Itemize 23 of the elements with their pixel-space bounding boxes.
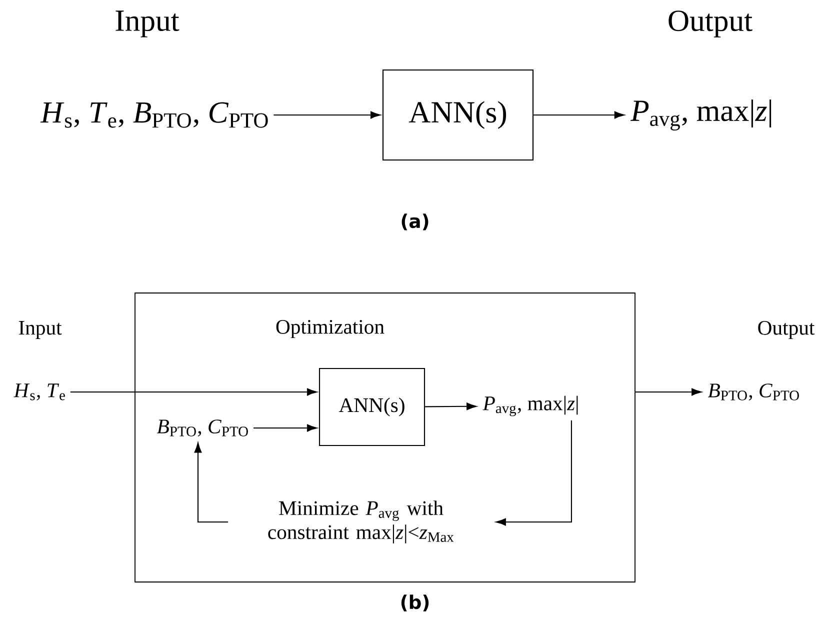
objective-text: Minimize P$_{avg}$ with constraint max|z|<z$_{Max}$ — [268, 500, 454, 544]
panel-label: (b) — [401, 594, 429, 612]
arrow — [194, 442, 228, 523]
arrow — [496, 420, 572, 526]
arrow — [635, 388, 702, 396]
variable-text: B$_{PTO}$, C$_{PTO}$ — [708, 384, 799, 400]
variable-text: P$_{avg}$, max|z| — [630, 100, 772, 130]
ann-box: ANN(s) — [318, 368, 426, 446]
ann-box: ANN(s) — [382, 69, 534, 161]
variable-text: H$_{s}$, T$_{e}$, B$_{PTO}$, C$_{PTO}$ — [40, 102, 268, 128]
arrow — [253, 424, 318, 432]
column-heading: Output — [758, 320, 815, 340]
variable-text: P$_{avg}$, max|z| — [482, 396, 578, 416]
arrow — [534, 111, 624, 119]
column-heading: Input — [116, 10, 180, 38]
variable-text: B$_{PTO}$, C$_{PTO}$ — [157, 420, 248, 436]
panel-label: (a) — [402, 214, 428, 230]
arrow — [70, 388, 318, 396]
arrow — [274, 111, 381, 119]
column-heading: Input — [18, 321, 62, 339]
arrow — [425, 402, 477, 410]
column-heading: Output — [668, 10, 752, 38]
variable-text: H$_{s}$, T$_{e}$ — [14, 384, 65, 400]
